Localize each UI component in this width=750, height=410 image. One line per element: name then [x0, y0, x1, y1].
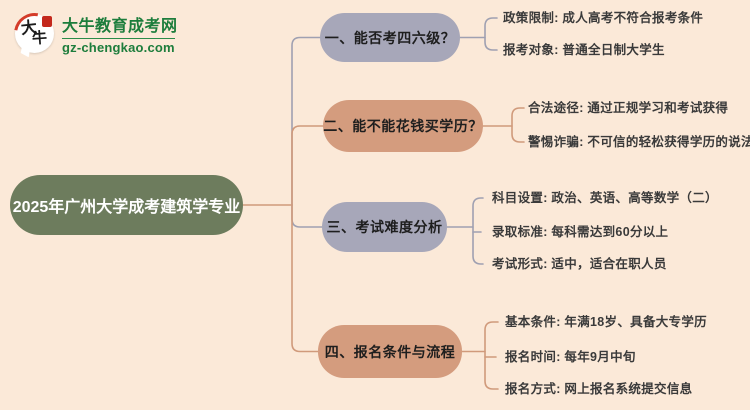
logo-text: 大牛教育成考网 gz-chengkao.com [62, 13, 178, 57]
site-logo: 大 牛 大牛教育成考网 gz-chengkao.com [5, 4, 178, 63]
root-topic-node: 2025年广州大学成考建筑学专业 [10, 175, 243, 235]
leaf-item: 警惕诈骗: 不可信的轻松获得学历的说法 [528, 134, 750, 149]
leaf-item: 政策限制: 成人高考不符合报考条件 [503, 10, 704, 25]
leaf-item: 报名时间: 每年9月中旬 [505, 349, 636, 364]
branch-node-1: 一、能否考四六级？ [320, 13, 460, 62]
connector-line [484, 321, 499, 390]
logo-char-niu: 牛 [31, 29, 48, 48]
connector-line [291, 36, 321, 206]
leaf-item: 报名方式: 网上报名系统提交信息 [505, 381, 693, 396]
leaf-item: 考试形式: 适中，适合在职人员 [492, 256, 667, 271]
connector-line [511, 107, 525, 143]
leaf-item: 科目设置: 政治、英语、高等数学（二） [492, 190, 718, 205]
branch-node-4: 四、报名条件与流程 [318, 325, 462, 378]
leaf-item: 基本条件: 年满18岁、具备大专学历 [505, 314, 707, 329]
daniu-logo-icon: 大 牛 [5, 4, 64, 63]
leaf-item: 录取标准: 每科需达到60分以上 [492, 224, 669, 239]
connector-line [291, 125, 324, 206]
site-url: gz-chengkao.com [62, 38, 175, 56]
logo-red-seal-icon [42, 16, 52, 27]
connector-line [291, 204, 323, 228]
branch-node-2: 二、能不能花钱买学历？ [323, 100, 483, 152]
branch-node-3: 三、考试难度分析 [322, 202, 447, 252]
connector-line [291, 204, 319, 353]
connector-line [484, 17, 498, 51]
connector-line [472, 197, 484, 265]
leaf-item: 报考对象: 普通全日制大学生 [503, 42, 665, 57]
leaf-item: 合法途径: 通过正规学习和考试获得 [528, 100, 729, 115]
site-name: 大牛教育成考网 [62, 18, 178, 35]
